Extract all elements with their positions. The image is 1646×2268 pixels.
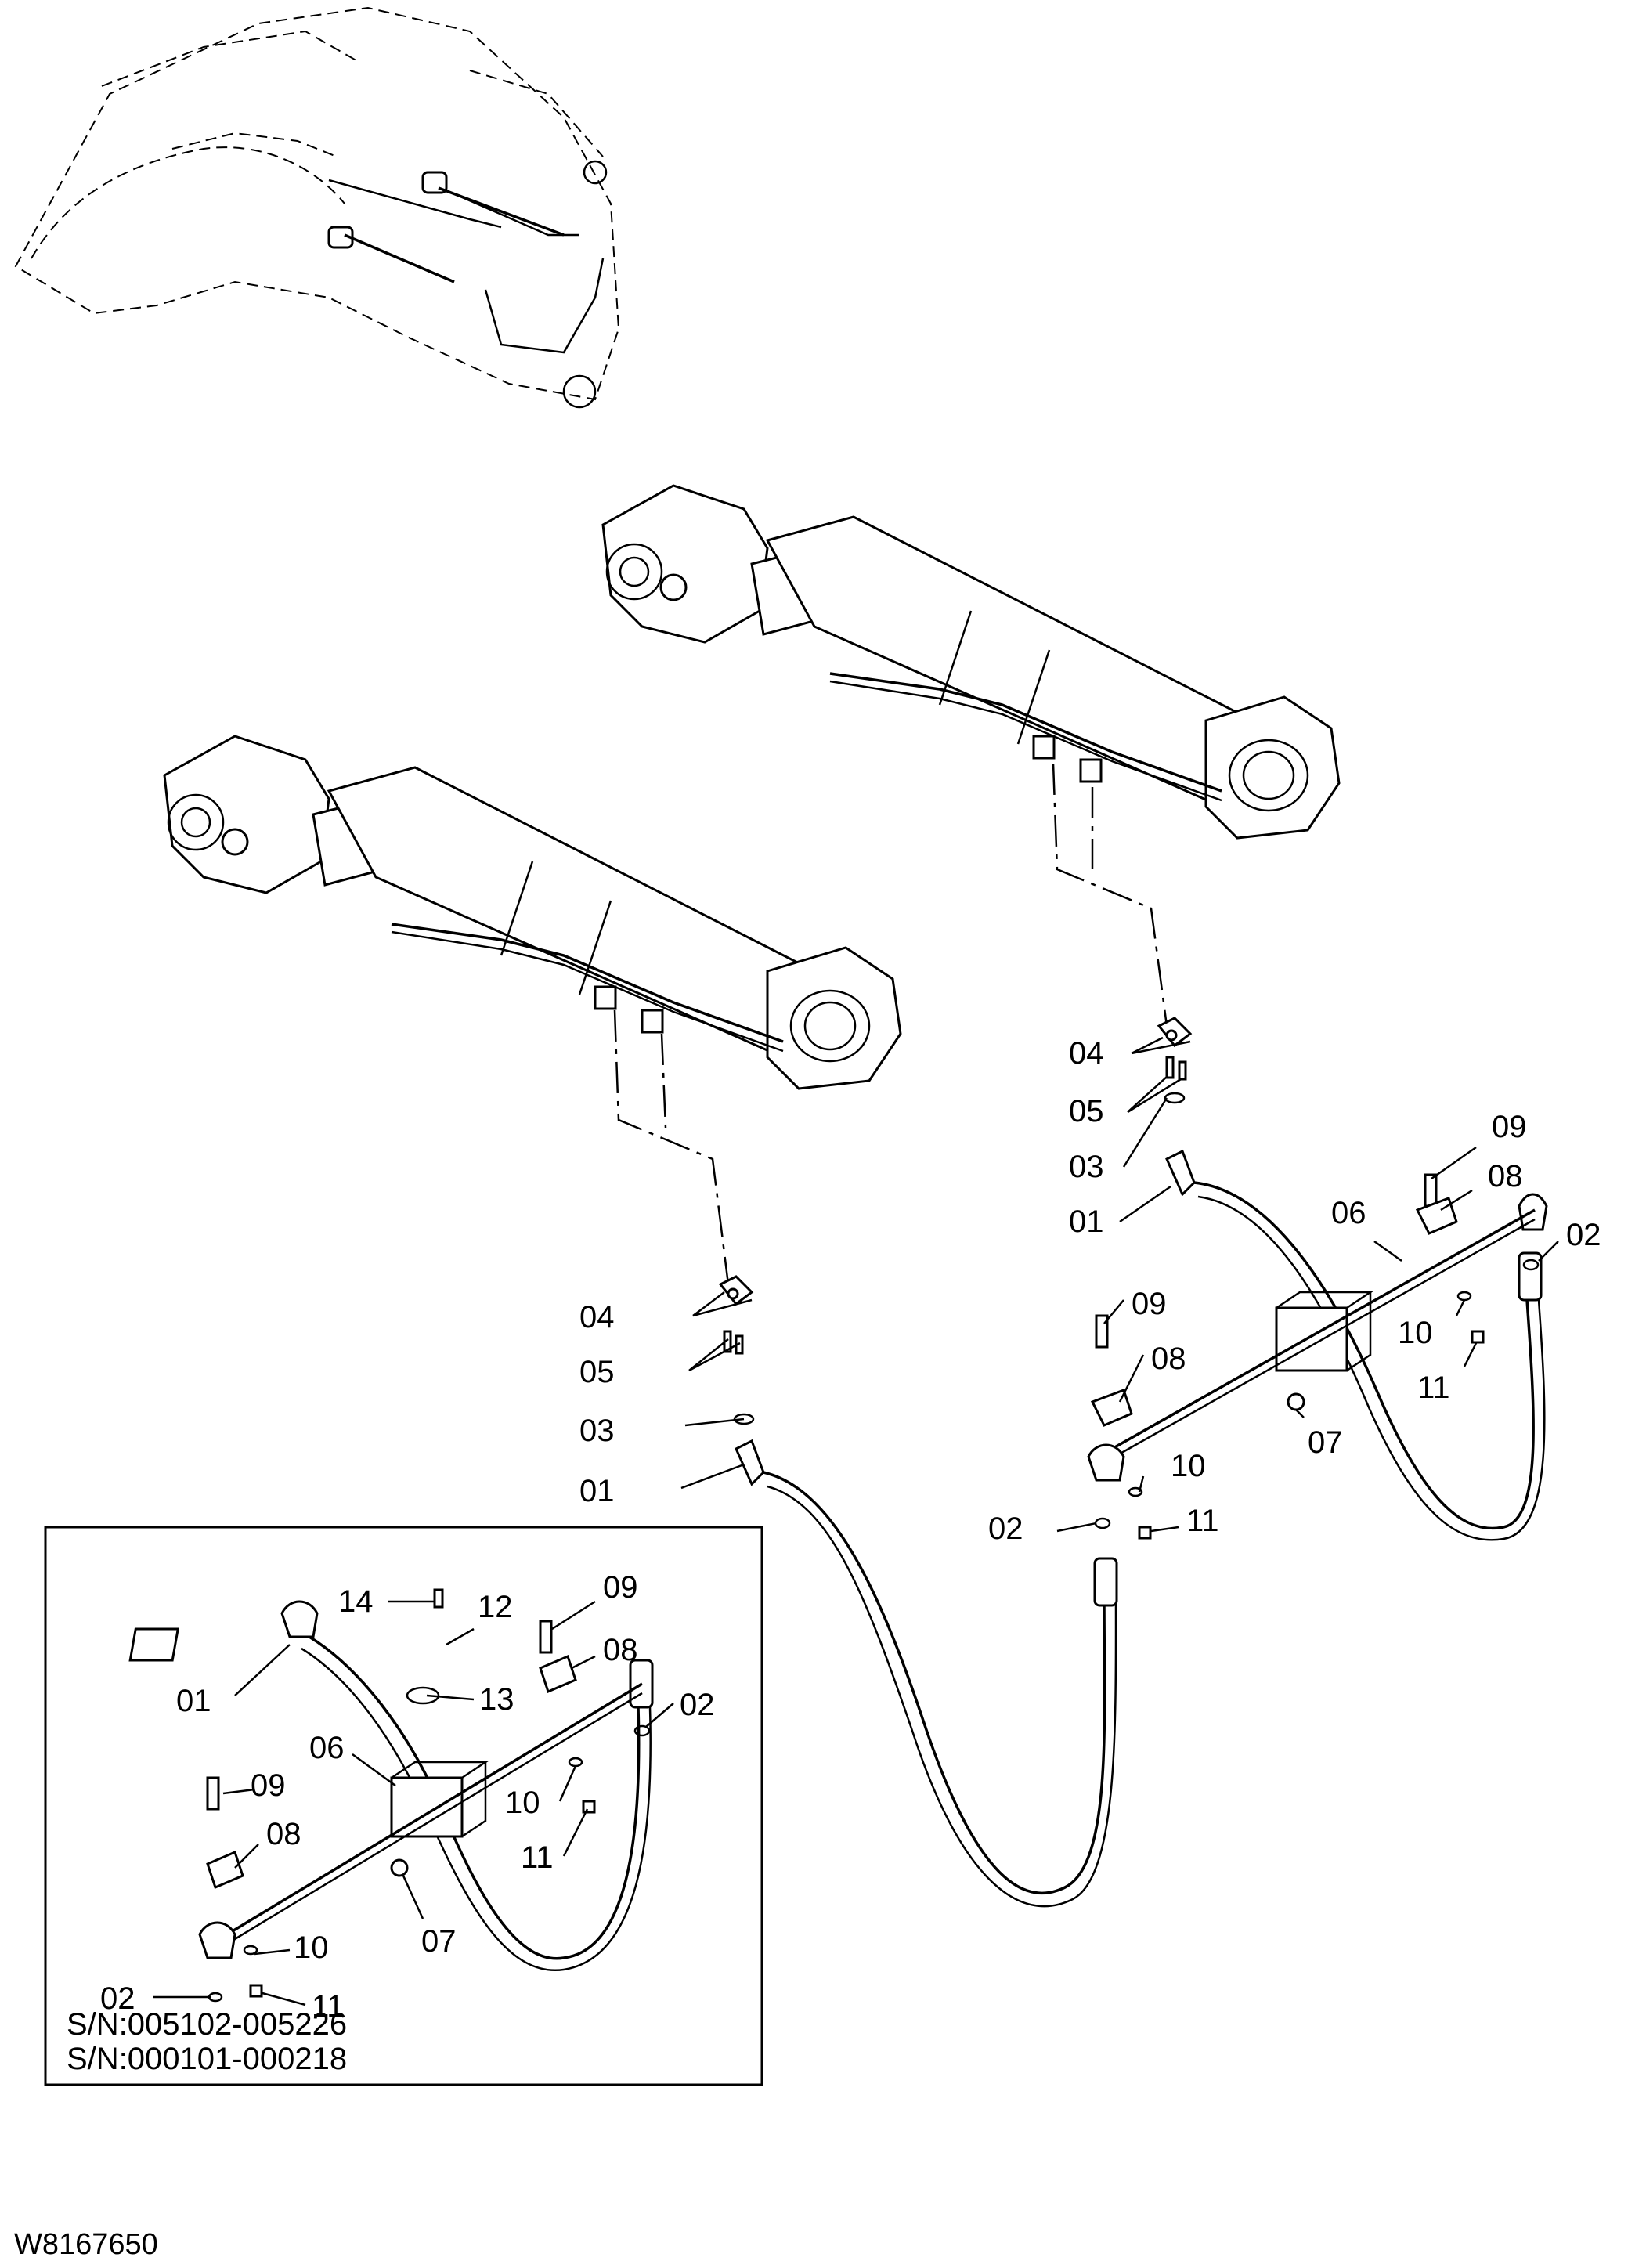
hydraulic-cylinder-lower xyxy=(163,735,902,1285)
drawing-number: W8167650 xyxy=(14,2228,158,2261)
callout-upper-01: 01 xyxy=(1069,1204,1104,1239)
callout-inset-11b: 11 xyxy=(312,1989,345,2024)
leader-lines xyxy=(153,1036,1559,2006)
callout-inset-13: 13 xyxy=(479,1682,514,1717)
callout-labels: 04 05 03 01 09 08 06 02 10 11 07 04 05 0… xyxy=(100,1036,1601,2024)
callout-lower-09: 09 xyxy=(1132,1287,1167,1321)
callout-inset-14: 14 xyxy=(338,1584,374,1619)
callout-lower-05: 05 xyxy=(579,1355,615,1389)
callout-inset-12: 12 xyxy=(478,1590,513,1624)
callout-lower-02: 02 xyxy=(988,1511,1023,1546)
callout-upper-04: 04 xyxy=(1069,1036,1104,1071)
callout-lower-10: 10 xyxy=(1171,1449,1206,1483)
inset-frame xyxy=(44,1526,763,2086)
callout-inset-02b: 02 xyxy=(100,1981,135,2016)
callout-upper-10: 10 xyxy=(1398,1316,1433,1350)
hose-assembly-lower xyxy=(718,1275,1118,1908)
hydraulic-cylinder-upper xyxy=(601,484,1341,1027)
callout-lower-01: 01 xyxy=(579,1474,615,1508)
callout-lower-08: 08 xyxy=(1151,1342,1186,1376)
callout-inset-02: 02 xyxy=(680,1688,715,1722)
serial-number-2: S/N:000101-000218 xyxy=(67,2042,347,2076)
callout-upper-08: 08 xyxy=(1488,1159,1523,1194)
callout-upper-11: 11 xyxy=(1417,1371,1450,1405)
serial-number-1: S/N:005102-005226 xyxy=(67,2007,347,2042)
callout-upper-06: 06 xyxy=(1331,1196,1366,1230)
callout-lower-04: 04 xyxy=(579,1300,615,1334)
callout-inset-11: 11 xyxy=(521,1840,554,1875)
inset-assembly xyxy=(128,1588,654,2003)
callout-inset-06: 06 xyxy=(309,1731,345,1765)
callout-upper-03: 03 xyxy=(1069,1150,1104,1184)
hose-assembly-upper xyxy=(1087,1017,1548,1541)
callout-inset-01: 01 xyxy=(176,1684,211,1718)
callout-lower-03: 03 xyxy=(579,1414,615,1448)
callout-inset-08b: 08 xyxy=(266,1817,301,1851)
callout-inset-09: 09 xyxy=(603,1570,638,1605)
callout-upper-07: 07 xyxy=(1308,1425,1343,1460)
callout-upper-05: 05 xyxy=(1069,1094,1104,1129)
callout-lower-11: 11 xyxy=(1186,1504,1219,1538)
callout-upper-09: 09 xyxy=(1492,1110,1527,1144)
callout-inset-09b: 09 xyxy=(251,1768,286,1803)
machine-overview-icon xyxy=(14,6,620,409)
callout-upper-02: 02 xyxy=(1566,1218,1601,1252)
callout-inset-10: 10 xyxy=(505,1786,540,1820)
callout-inset-10b: 10 xyxy=(294,1930,329,1965)
callout-inset-07: 07 xyxy=(421,1924,457,1959)
callout-inset-08: 08 xyxy=(603,1633,638,1667)
